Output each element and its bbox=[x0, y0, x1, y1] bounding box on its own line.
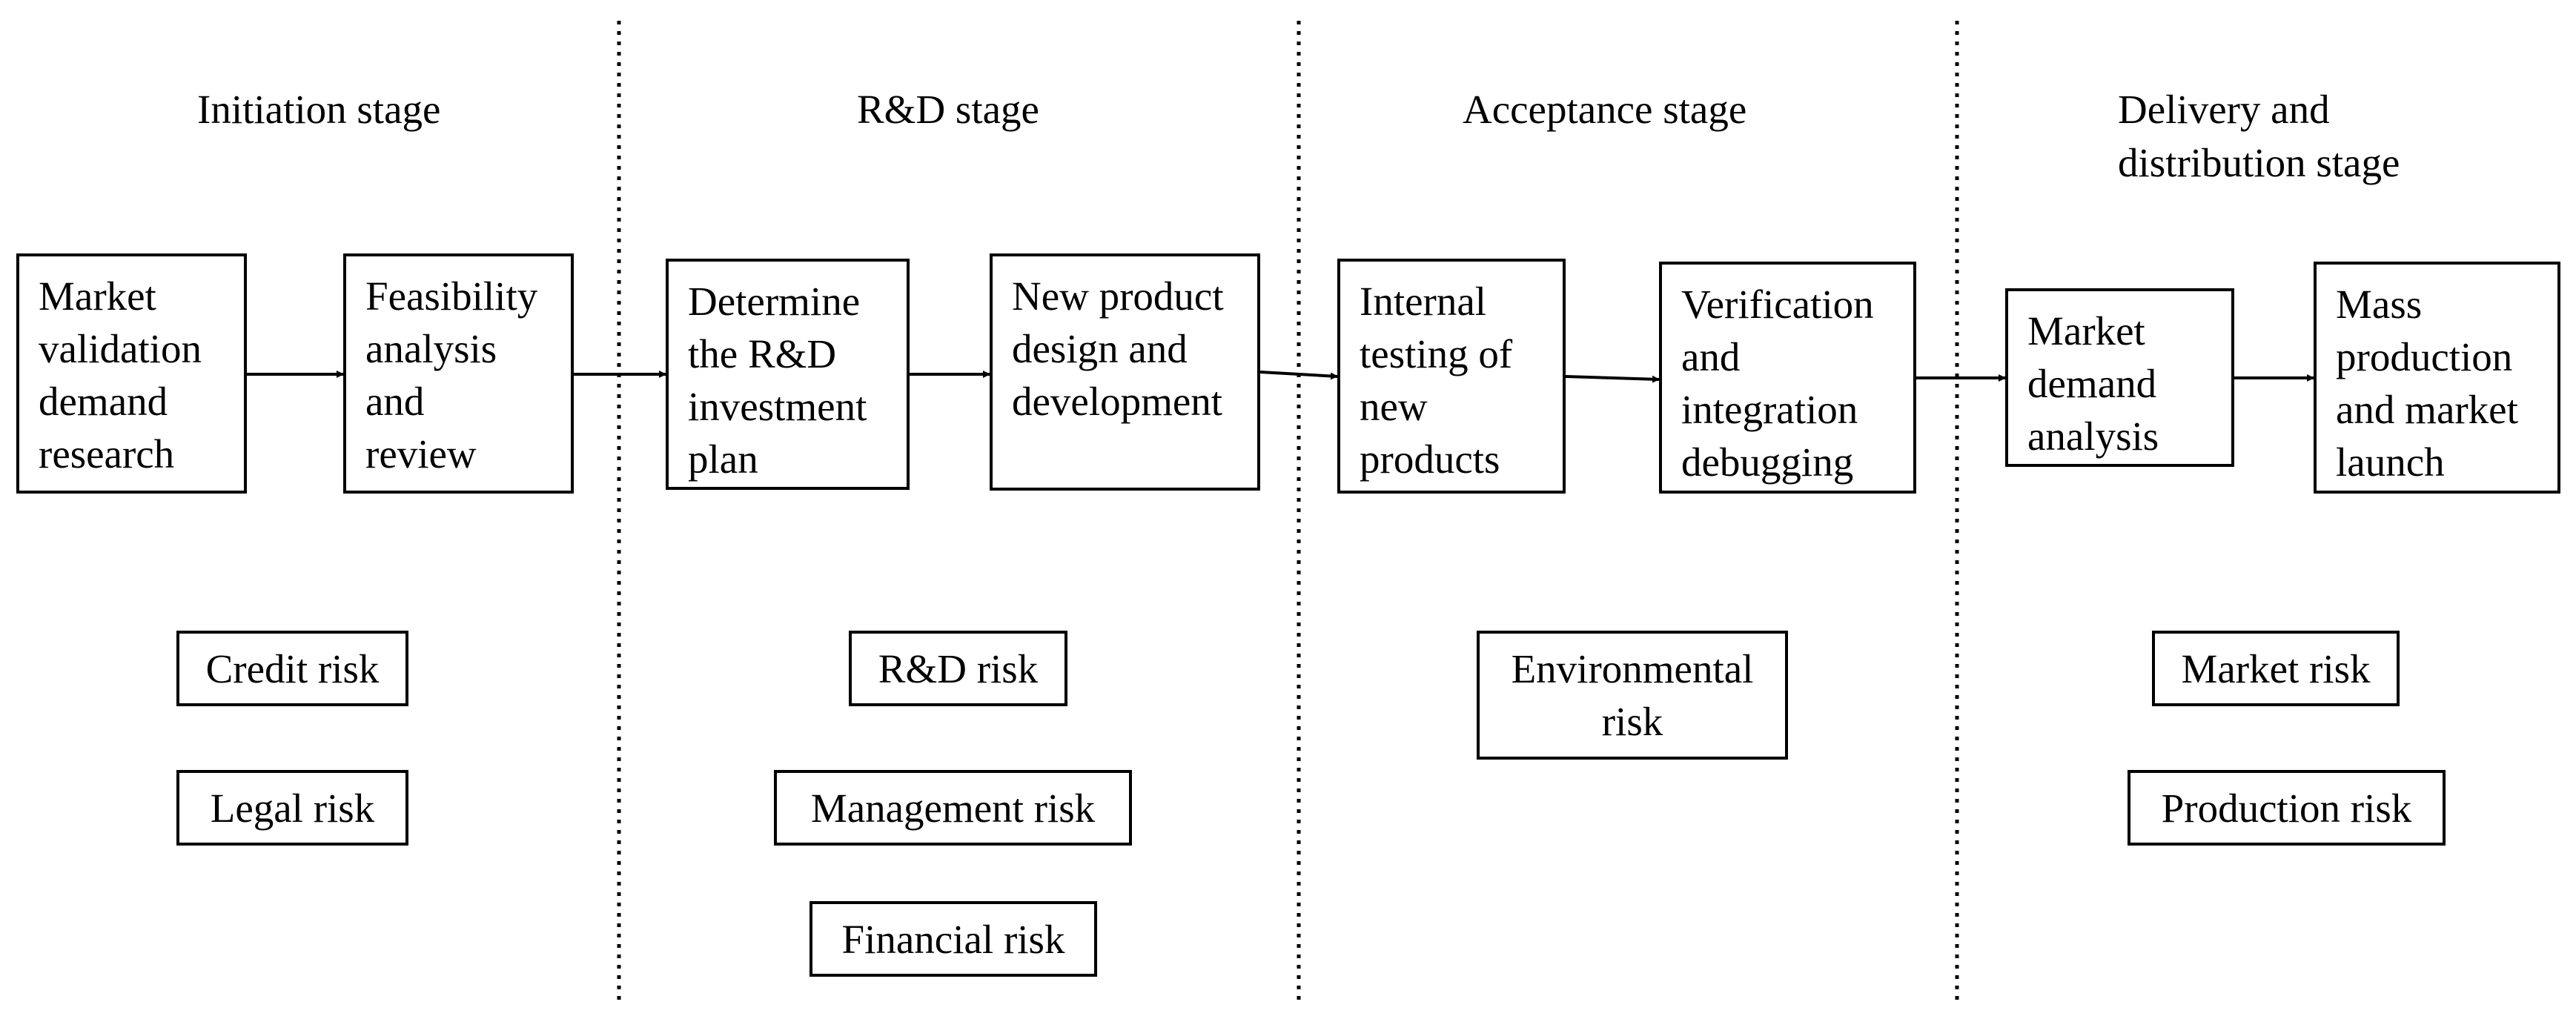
stage-title-delivery: Delivery and distribution stage bbox=[2118, 87, 2400, 185]
risk-environmental: Environmental risk bbox=[1477, 631, 1788, 760]
risk-management: Management risk bbox=[774, 770, 1132, 846]
step-feasibility-analysis: Feasibility analysis and review bbox=[343, 253, 574, 494]
stage-title-acceptance: Acceptance stage bbox=[1463, 87, 1747, 132]
step-mass-production: Mass production and market launch bbox=[2314, 262, 2560, 494]
flow-arrow-5 bbox=[1565, 375, 1660, 383]
step-verification-integration: Verification and integration debugging bbox=[1659, 262, 1916, 494]
step-product-design: New product design and development bbox=[990, 253, 1260, 491]
risk-production: Production risk bbox=[2128, 770, 2446, 846]
step-internal-testing: Internal testing of new products bbox=[1337, 259, 1566, 494]
step-market-demand-analysis: Market demand analysis bbox=[2005, 288, 2234, 467]
flow-arrow-4 bbox=[1259, 371, 1338, 380]
stage-title-rnd: R&D stage bbox=[857, 87, 1039, 132]
risk-financial: Financial risk bbox=[809, 901, 1097, 977]
step-rnd-investment-plan: Determine the R&D investment plan bbox=[666, 259, 910, 490]
risk-rnd: R&D risk bbox=[849, 631, 1067, 706]
risk-market: Market risk bbox=[2152, 631, 2400, 706]
risk-credit: Credit risk bbox=[176, 631, 408, 706]
step-market-validation: Market validation demand research bbox=[16, 253, 247, 494]
risk-legal: Legal risk bbox=[176, 770, 408, 846]
stage-title-initiation: Initiation stage bbox=[197, 87, 441, 132]
